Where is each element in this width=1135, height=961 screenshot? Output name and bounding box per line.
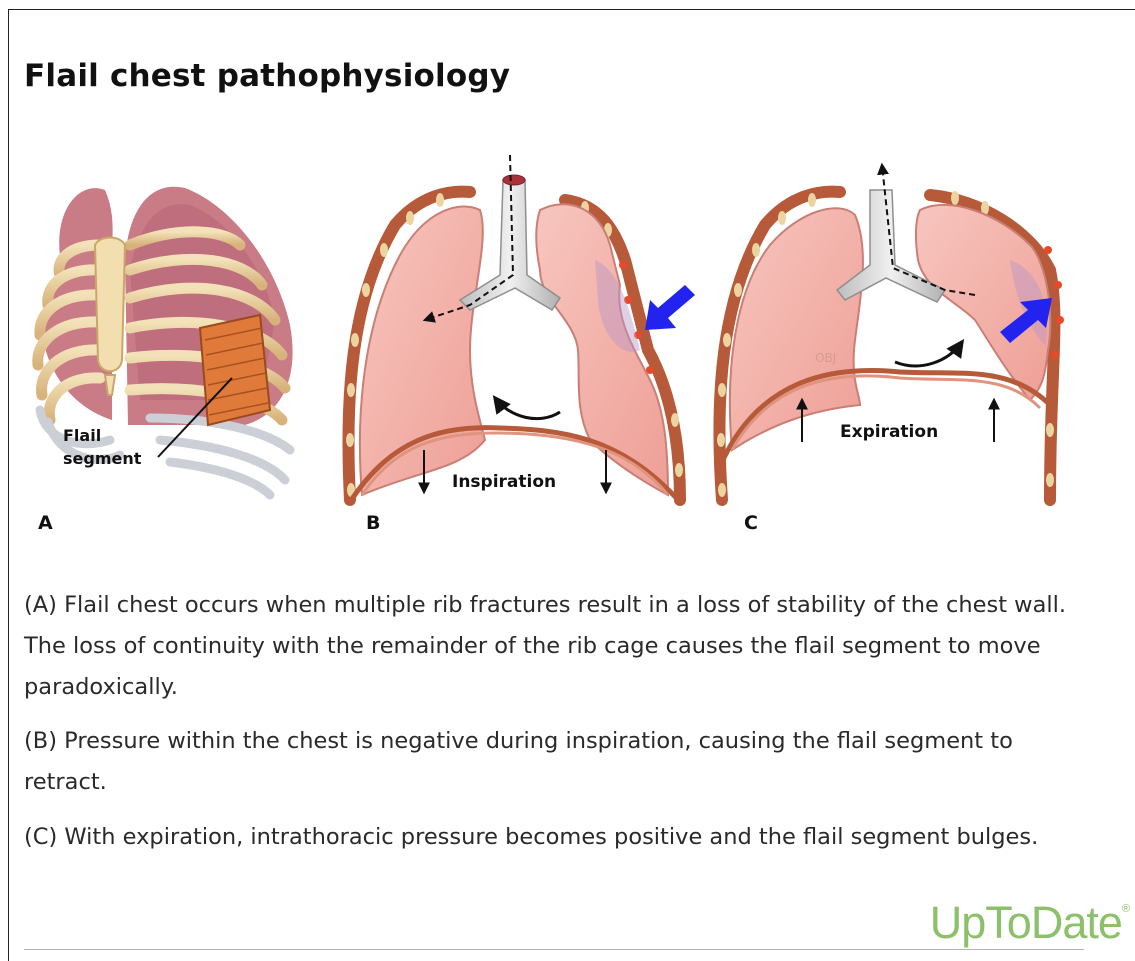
panel-a-ribcage: Flail segment A (38, 187, 293, 534)
logo-text: UpToDate (930, 897, 1122, 948)
panel-b-inspiration-label: Inspiration (452, 472, 556, 492)
page-title: Flail chest pathophysiology (24, 58, 510, 94)
panel-b-inspiration: Inspiration B (346, 155, 695, 534)
panel-a-letter: A (38, 512, 53, 534)
panel-c-faint-mark: OBJ (815, 351, 836, 365)
panel-a-flail-label-line2: segment (63, 449, 142, 468)
panel-b-letter: B (366, 512, 380, 534)
caption-c: (C) With expiration, intrathoracic press… (24, 817, 1084, 858)
flail-chest-figure: Flail segment A (0, 150, 1135, 550)
uptodate-logo: UpToDate® (930, 897, 1129, 949)
panel-c-letter: C (744, 512, 758, 534)
panel-a-flail-label-line1: Flail (63, 426, 101, 445)
panel-c-expiration: OBJ Expiration C (717, 165, 1064, 534)
caption-b: (B) Pressure within the chest is negativ… (24, 721, 1084, 803)
panel-c-expiration-label: Expiration (840, 422, 938, 442)
bottom-divider (24, 949, 1084, 950)
figure-illustration: Flail segment A (0, 150, 1135, 550)
caption-a: (A) Flail chest occurs when multiple rib… (24, 585, 1084, 708)
registered-mark: ® (1122, 903, 1129, 915)
